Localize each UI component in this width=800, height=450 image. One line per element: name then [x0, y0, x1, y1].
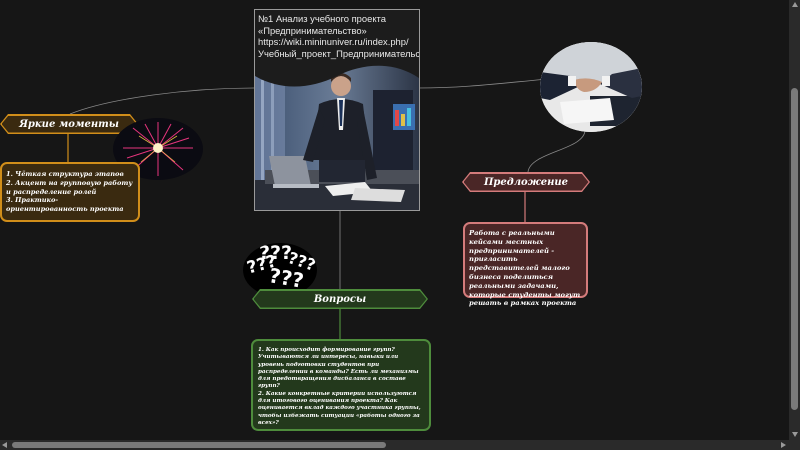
arrow-right-icon[interactable]	[781, 442, 786, 448]
mindmap-canvas[interactable]: №1 Анализ учебного проекта «Предпринимат…	[0, 0, 789, 440]
horizontal-scroll-thumb[interactable]	[12, 442, 386, 448]
businessman-photo	[255, 10, 419, 210]
handshake-image	[540, 42, 642, 132]
question-marks-image: ??? ??? ??? ???	[243, 243, 317, 297]
questions-title: Вопросы	[313, 293, 367, 305]
central-topic-caption[interactable]: №1 Анализ учебного проекта «Предпринимат…	[258, 13, 420, 59]
highlights-note[interactable]: 1. Чёткая структура этапов 2. Акцент на …	[0, 162, 140, 222]
proposal-topic[interactable]: Предложение	[462, 172, 590, 192]
questions-topic[interactable]: Вопросы	[252, 289, 428, 309]
central-topic-card[interactable]: №1 Анализ учебного проекта «Предпринимат…	[254, 9, 420, 211]
arrow-down-icon[interactable]	[791, 432, 798, 437]
questions-note[interactable]: 1. Как происходит формирование групп? Уч…	[251, 339, 431, 431]
connector-lines	[67, 77, 586, 339]
vertical-scroll-thumb[interactable]	[791, 88, 798, 410]
highlights-topic[interactable]: Яркие моменты	[0, 114, 138, 134]
proposal-title: Предложение	[483, 176, 569, 188]
arrow-up-icon[interactable]	[791, 2, 798, 7]
vertical-scrollbar[interactable]	[789, 0, 800, 440]
scrollbar-corner	[789, 440, 800, 450]
caption-wave	[255, 10, 419, 87]
proposal-note[interactable]: Работа с реальными кейсами местных предп…	[463, 222, 588, 307]
highlights-title: Яркие моменты	[19, 118, 119, 130]
horizontal-scrollbar[interactable]	[0, 440, 789, 450]
arrow-left-icon[interactable]	[2, 442, 7, 448]
